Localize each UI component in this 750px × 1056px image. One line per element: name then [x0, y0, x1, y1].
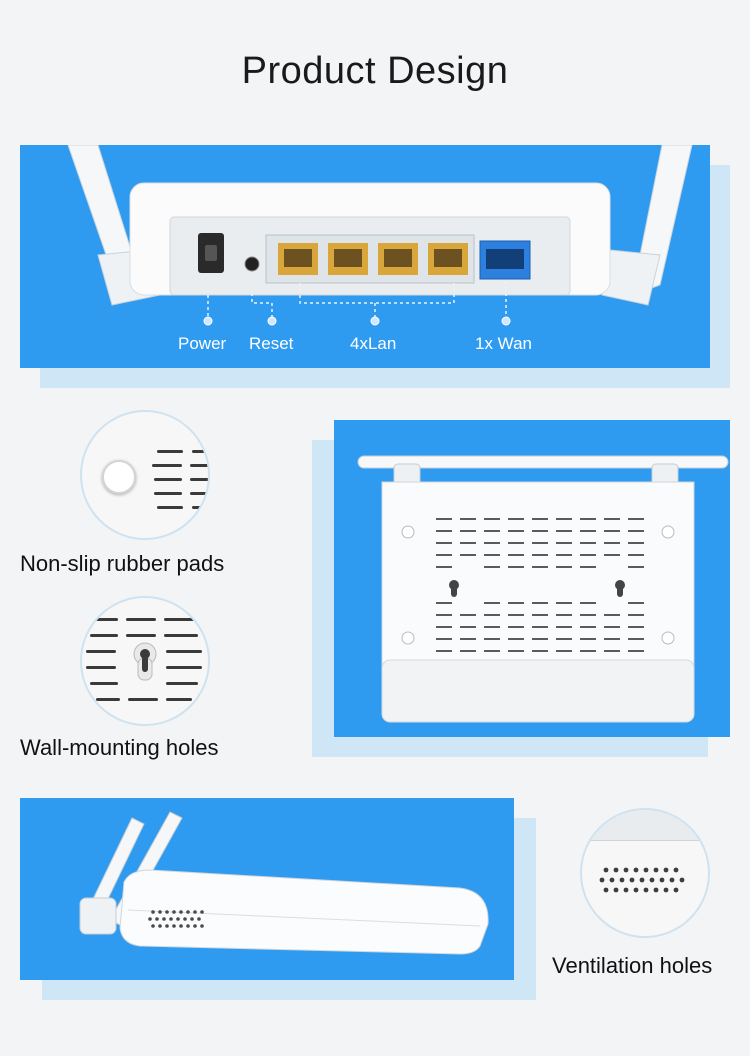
side-view-section	[20, 798, 514, 980]
ventilation-label: Ventilation holes	[552, 953, 713, 978]
keyhole-icon	[615, 580, 625, 597]
lan-label: 4xLan	[350, 334, 397, 353]
vent-holes-icon	[599, 867, 685, 893]
rubber-pad-closeup	[80, 410, 210, 540]
back-panel-section: Power Reset 4xLan 1x Wan	[20, 145, 710, 368]
lan-port-icon	[428, 243, 468, 275]
vent-holes-icon	[148, 910, 204, 928]
router-side-image	[79, 811, 489, 955]
rubber-pad-icon	[102, 460, 136, 494]
antenna-horizontal-icon	[357, 455, 729, 487]
ventilation-closeup	[580, 808, 710, 938]
reset-button-icon	[244, 256, 260, 272]
lan-port-icon	[328, 243, 368, 275]
router-bottom-image	[357, 455, 729, 723]
wall-hole-closeup	[80, 596, 210, 726]
router-back-image	[67, 145, 693, 326]
power-label: Power	[178, 334, 227, 353]
wan-port-icon	[479, 240, 531, 280]
lan-port-icon	[278, 243, 318, 275]
power-jack-icon	[198, 233, 224, 273]
bottom-view-section	[334, 420, 730, 737]
reset-label: Reset	[249, 334, 294, 353]
wan-label: 1x Wan	[475, 334, 533, 353]
keyhole-icon	[133, 642, 157, 681]
wall-mounting-label: Wall-mounting holes	[20, 735, 219, 760]
keyhole-icon	[449, 580, 459, 597]
page-title: Product Design	[241, 50, 509, 92]
lan-port-icon	[378, 243, 418, 275]
rubber-pads-label: Non-slip rubber pads	[20, 551, 225, 576]
antenna-right-icon	[601, 145, 693, 306]
